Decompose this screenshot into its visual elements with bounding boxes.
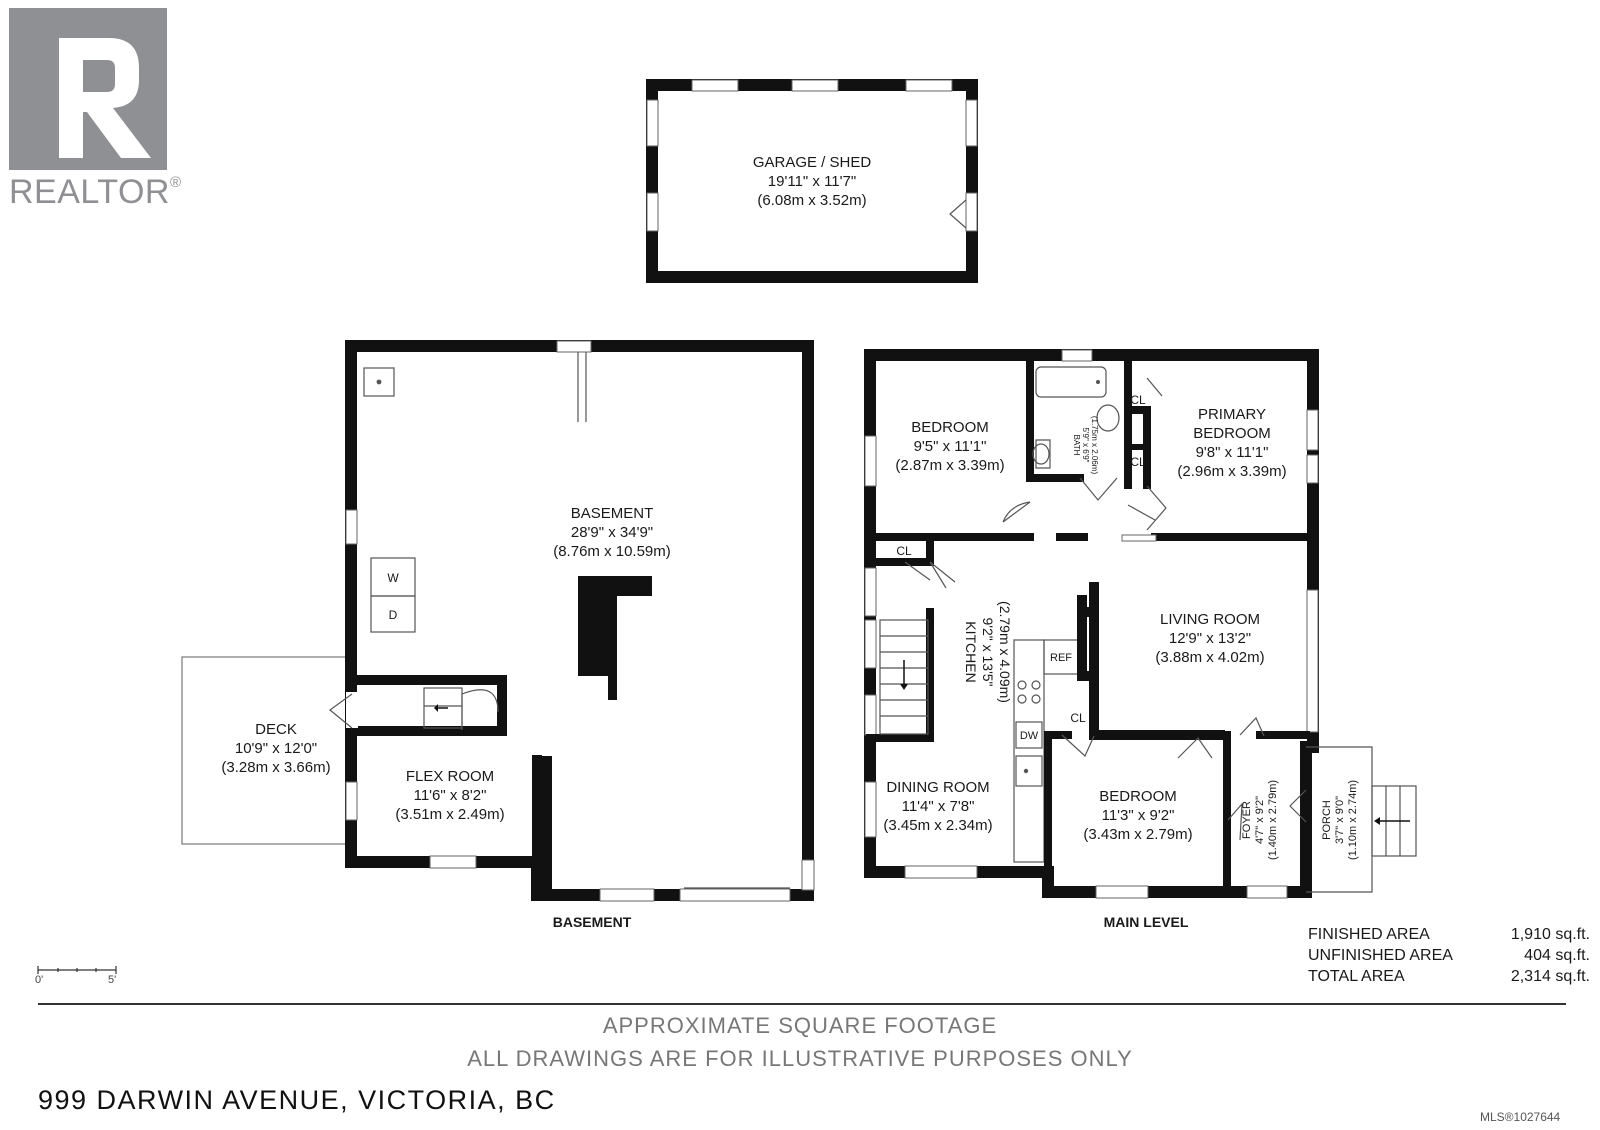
room-dimensions: 9'2" x 13'5" bbox=[980, 618, 996, 687]
room-name: FOYER bbox=[1241, 801, 1253, 839]
room-metric: (2.87m x 3.39m) bbox=[895, 457, 1004, 474]
property-address: 999 DARWIN AVENUE, VICTORIA, BC bbox=[38, 1085, 556, 1115]
room-metric: (1.40m x 2.79m) bbox=[1267, 780, 1279, 860]
area-label: TOTAL AREA bbox=[1308, 968, 1405, 985]
room-name: BASEMENT bbox=[571, 505, 654, 522]
area-row: FINISHED AREA 1,910 sq.ft. bbox=[1308, 924, 1590, 945]
closet-label-3: CL bbox=[896, 544, 912, 558]
room-dimensions: 4'7" x 9'2" bbox=[1254, 796, 1266, 844]
room-metric: (3.51m x 2.49m) bbox=[395, 806, 504, 823]
room-dimensions: 10'9" x 12'0" bbox=[235, 740, 317, 757]
area-summary: FINISHED AREA 1,910 sq.ft. UNFINISHED AR… bbox=[1308, 924, 1590, 987]
main-level bbox=[864, 349, 1417, 899]
closet-label-1: CL bbox=[1130, 393, 1146, 407]
scale-end-label: 5' bbox=[108, 974, 117, 986]
area-value: 1,910 sq.ft. bbox=[1510, 926, 1590, 943]
room-dimensions: 9'5" x 11'1" bbox=[914, 438, 987, 455]
area-row: UNFINISHED AREA 404 sq.ft. bbox=[1308, 945, 1590, 966]
dryer bbox=[370, 595, 416, 633]
room-metric: (1.75m x 2.06m) bbox=[1090, 416, 1099, 475]
area-value: 2,314 sq.ft. bbox=[1510, 968, 1590, 985]
mls-number: MLS®1027644 bbox=[1480, 1110, 1561, 1124]
room-name-line-2: BEDROOM bbox=[1193, 425, 1271, 442]
room-dimensions: 11'4" x 7'8" bbox=[902, 798, 975, 815]
scale-start-label: 0' bbox=[35, 974, 44, 986]
bedroom-1-label: BEDROOM 9'5" x 11'1" (2.87m x 3.39m) bbox=[895, 419, 1004, 474]
basement-level-title: BASEMENT bbox=[553, 914, 632, 930]
area-label: FINISHED AREA bbox=[1308, 926, 1430, 943]
room-metric: (3.45m x 2.34m) bbox=[883, 817, 992, 834]
room-name: PORCH bbox=[1321, 800, 1333, 840]
room-name: DECK bbox=[255, 721, 297, 738]
room-dimensions: 11'6" x 8'2" bbox=[414, 787, 487, 804]
realtor-wordmark: REALTOR® bbox=[9, 173, 182, 211]
room-metric: (2.79m x 4.09m) bbox=[997, 601, 1013, 703]
room-dimensions: 28'9" x 34'9" bbox=[571, 524, 653, 541]
closet-label-2: CL bbox=[1130, 455, 1146, 469]
area-row: TOTAL AREA 2,314 sq.ft. bbox=[1308, 966, 1590, 987]
room-dimensions: 9'8" x 11'1" bbox=[1196, 444, 1269, 461]
dw-label: DW bbox=[1020, 730, 1039, 742]
room-name: DINING ROOM bbox=[886, 779, 989, 796]
room-metric: (3.43m x 2.79m) bbox=[1083, 826, 1192, 843]
disclaimer-line-2: ALL DRAWINGS ARE FOR ILLUSTRATIVE PURPOS… bbox=[467, 1046, 1133, 1071]
room-metric: (3.28m x 3.66m) bbox=[221, 759, 330, 776]
deck-room-label: DECK 10'9" x 12'0" (3.28m x 3.66m) bbox=[221, 721, 330, 776]
basement-level: W D bbox=[181, 340, 815, 902]
garage-label: GARAGE / SHED 19'11" x 11'7" (6.08m x 3.… bbox=[753, 154, 872, 209]
room-name: KITCHEN bbox=[963, 621, 979, 682]
bedroom-2-label: BEDROOM 11'3" x 9'2" (3.43m x 2.79m) bbox=[1083, 788, 1192, 843]
room-name: GARAGE / SHED bbox=[753, 154, 872, 171]
ref-label: REF bbox=[1050, 652, 1072, 664]
room-metric: (6.08m x 3.52m) bbox=[757, 192, 866, 209]
room-name: BATH bbox=[1072, 435, 1081, 456]
room-name: FLEX ROOM bbox=[406, 768, 494, 785]
garage-shed bbox=[646, 79, 978, 283]
bath-label: BATH 5'9" x 6'9" (1.75m x 2.06m) bbox=[1072, 416, 1099, 475]
room-name: PRIMARY bbox=[1198, 406, 1266, 423]
dryer-label: D bbox=[389, 608, 398, 622]
room-dimensions: 12'9" x 13'2" bbox=[1169, 630, 1251, 647]
room-metric: (1.10m x 2.74m) bbox=[1347, 780, 1359, 860]
flex-room-label: FLEX ROOM 11'6" x 8'2" (3.51m x 2.49m) bbox=[395, 768, 504, 823]
area-label: UNFINISHED AREA bbox=[1308, 947, 1453, 964]
room-name: BEDROOM bbox=[911, 419, 989, 436]
room-metric: (3.88m x 4.02m) bbox=[1155, 649, 1264, 666]
room-name: BEDROOM bbox=[1099, 788, 1177, 805]
foyer-label: FOYER 4'7" x 9'2" (1.40m x 2.79m) bbox=[1241, 780, 1279, 860]
room-name: LIVING ROOM bbox=[1160, 611, 1260, 628]
footer-divider bbox=[38, 1003, 1566, 1005]
room-metric: (2.96m x 3.39m) bbox=[1177, 463, 1286, 480]
main-level-title: MAIN LEVEL bbox=[1104, 914, 1189, 930]
room-dimensions: 19'11" x 11'7" bbox=[768, 173, 856, 190]
living-room-label: LIVING ROOM 12'9" x 13'2" (3.88m x 4.02m… bbox=[1155, 611, 1264, 666]
scale-bar bbox=[37, 966, 117, 974]
basement-room-label: BASEMENT 28'9" x 34'9" (8.76m x 10.59m) bbox=[553, 505, 671, 560]
room-dimensions: 3'7" x 9'0" bbox=[1334, 796, 1346, 844]
room-dimensions: 11'3" x 9'2" bbox=[1102, 807, 1175, 824]
realtor-logo: REALTOR® bbox=[9, 8, 181, 211]
room-metric: (8.76m x 10.59m) bbox=[553, 543, 671, 560]
primary-bedroom-label: PRIMARY BEDROOM 9'8" x 11'1" (2.96m x 3.… bbox=[1177, 406, 1286, 480]
disclaimer-line-1: APPROXIMATE SQUARE FOOTAGE bbox=[602, 1013, 998, 1038]
kitchen-label: KITCHEN 9'2" x 13'5" (2.79m x 4.09m) bbox=[963, 601, 1013, 703]
dining-room-label: DINING ROOM 11'4" x 7'8" (3.45m x 2.34m) bbox=[883, 779, 992, 834]
porch-label: PORCH 3'7" x 9'0" (1.10m x 2.74m) bbox=[1321, 780, 1359, 860]
area-value: 404 sq.ft. bbox=[1524, 947, 1590, 964]
realtor-logo-mark bbox=[9, 8, 167, 170]
washer-label: W bbox=[387, 571, 399, 585]
closet-label-4: CL bbox=[1070, 711, 1086, 725]
room-dimensions: 5'9" x 6'9" bbox=[1081, 428, 1090, 463]
